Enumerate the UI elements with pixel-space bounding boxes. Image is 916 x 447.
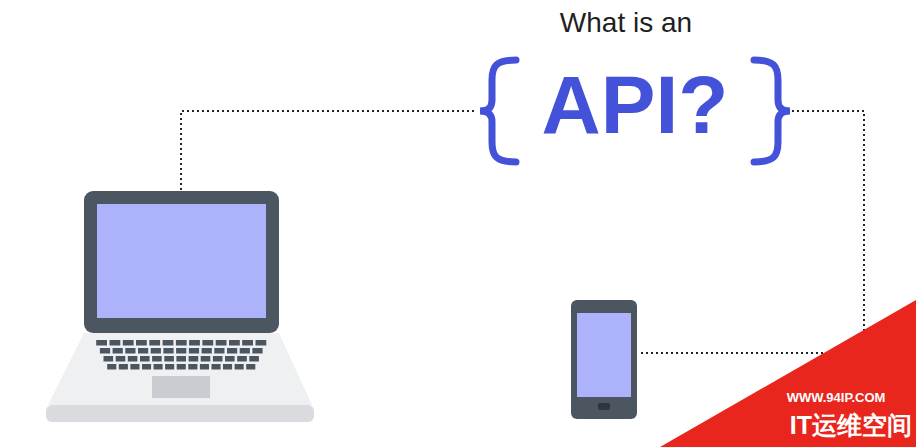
keyboard-key [240,348,250,354]
keyboard-key [125,348,135,354]
keyboard-key [249,356,259,362]
keyboard-key [189,348,199,354]
keyboard-key [104,356,114,362]
right-brace [754,60,790,162]
dotted-line [181,111,476,190]
keyboard-key [154,364,163,370]
keyboard-key [123,340,134,346]
keyboard-key [119,364,128,370]
heading-text: What is an [560,8,692,39]
keyboard-key [142,364,151,370]
keyboard-key [242,340,253,346]
keyboard-key [223,364,232,370]
keyboard-key [212,364,221,370]
keyboard-key [176,356,186,362]
keyboard-key [100,348,110,354]
keyboard-key [229,340,240,346]
phone-icon [571,300,637,419]
keyboard-key [246,364,255,370]
keyboard-key [163,348,173,354]
laptop-icon [46,191,314,422]
keyboard-key [214,348,224,354]
keyboard-key [252,348,262,354]
keyboard-key [140,356,150,362]
keyboard-key [213,356,223,362]
keyboard-key [202,340,213,346]
keyboard-key [152,356,162,362]
keyboard-key [235,364,244,370]
keyboard-key [130,364,139,370]
watermark-text: IT运维空间 [790,412,912,440]
keyboard-key [176,340,187,346]
keyboard-key [149,340,160,346]
watermark-url: WWW.94IP.COM [787,391,886,405]
keyboard-key [201,356,211,362]
keyboard-key [177,364,186,370]
keyboard-key [151,348,161,354]
keyboard-key [110,340,121,346]
keyboard-key [128,356,138,362]
keyboard-key [256,340,267,346]
keyboard-key [138,348,148,354]
keyboard-key [189,356,199,362]
keyboard-key [189,340,200,346]
keyboard-key [116,356,126,362]
left-brace [480,60,516,162]
keyboard-key [202,348,212,354]
keyboard-key [164,356,174,362]
keyboard-key [96,340,107,346]
api-text: API? [542,60,729,150]
keyboard-key [225,356,235,362]
keyboard-key [176,348,186,354]
keyboard-key [216,340,227,346]
keyboard-key [188,364,197,370]
keyboard-key [136,340,147,346]
keyboard-key [237,356,247,362]
keyboard-key [227,348,237,354]
watermark-banner [660,300,916,447]
keyboard-key [165,364,174,370]
keyboard-key [200,364,209,370]
keyboard-key [113,348,123,354]
keyboard-key [163,340,174,346]
keyboard-key [107,364,116,370]
